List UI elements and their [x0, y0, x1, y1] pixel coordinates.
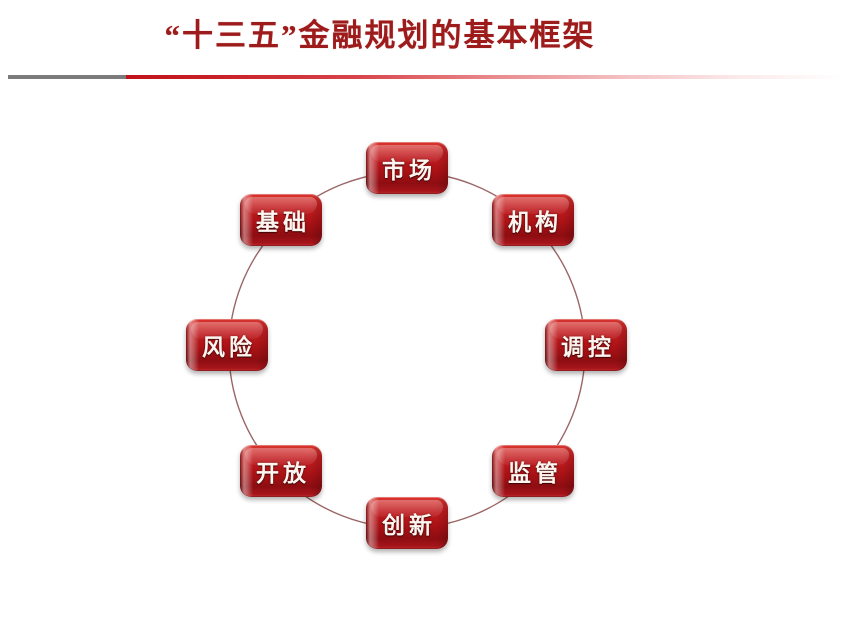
cycle-node-regulation[interactable]: 调控: [545, 319, 627, 371]
cycle-node-supervision[interactable]: 监管: [492, 445, 574, 497]
cycle-node-opening[interactable]: 开放: [240, 445, 322, 497]
slide-header: “十三五”金融规划的基本框架: [0, 0, 861, 82]
cycle-node-market[interactable]: 市场: [366, 142, 448, 194]
cycle-node-innovation[interactable]: 创新: [366, 497, 448, 549]
divider-gray-segment: [8, 75, 126, 79]
page-title: “十三五”金融规划的基本框架: [164, 18, 596, 53]
cycle-node-label: 创新: [382, 513, 436, 538]
cycle-node-label: 市场: [382, 158, 436, 183]
cycle-node-label: 监管: [508, 461, 562, 486]
cycle-node-label: 机构: [508, 210, 562, 235]
cycle-node-label: 基础: [256, 210, 310, 235]
cycle-node-label: 调控: [561, 335, 615, 360]
cycle-node-institution[interactable]: 机构: [492, 194, 574, 246]
cycle-node-risk[interactable]: 风险: [186, 319, 268, 371]
cycle-node-label: 开放: [256, 461, 310, 486]
title-divider: [0, 74, 861, 80]
divider-red-gradient: [126, 75, 846, 79]
cycle-diagram: 市场 机构 调控 监管 创新 开放 风险 基础: [0, 82, 861, 624]
cycle-node-label: 风险: [202, 335, 256, 360]
cycle-node-foundation[interactable]: 基础: [240, 194, 322, 246]
